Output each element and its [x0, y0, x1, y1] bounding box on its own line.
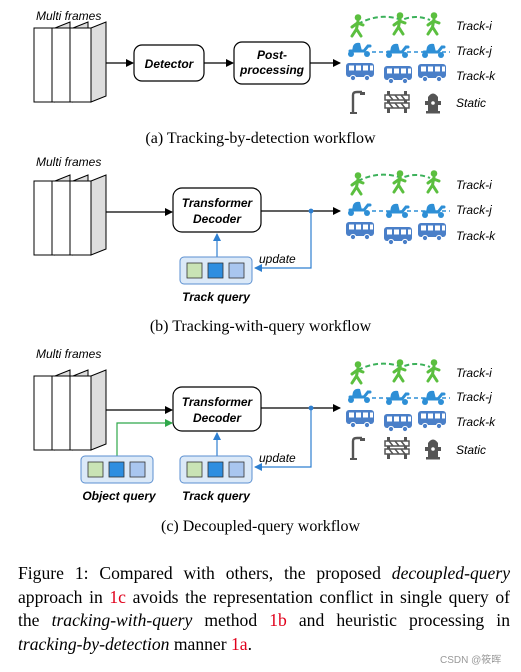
scooter-icon: [384, 202, 410, 220]
caption-text: method: [192, 610, 270, 630]
scooter-icon: [420, 202, 446, 220]
track-query-label: Track query: [182, 489, 251, 503]
object-query-label: Object query: [82, 489, 157, 503]
track-k-label: Track-k: [456, 69, 496, 83]
bus-icon: [383, 413, 413, 433]
frames-stack-icon: [33, 174, 107, 256]
multi-frames-label: Multi frames: [36, 155, 101, 169]
figure-caption: Figure 1: Compared with others, the prop…: [18, 562, 510, 656]
multi-frames-label: Multi frames: [36, 347, 101, 361]
person-walking-icon: [426, 10, 441, 36]
static-label: Static: [456, 443, 486, 457]
track-i-label: Track-i: [456, 19, 492, 33]
figure-ref-link[interactable]: 1b: [269, 610, 287, 630]
track-j-label: Track-j: [456, 390, 492, 404]
panel-c: Multi frames Transformer Decoder update …: [33, 347, 496, 503]
frames-stack-icon: [33, 369, 107, 451]
person-walking-icon: [392, 10, 407, 36]
track-query-label: Track query: [182, 290, 251, 304]
caption-emphasis: decoupled-query: [391, 563, 510, 583]
track-i-label: Track-i: [456, 178, 492, 192]
person-walking-icon: [392, 357, 407, 383]
person-walking-icon: [350, 12, 365, 38]
scooter-icon: [346, 387, 372, 405]
post-processing-label-1: Post-: [257, 48, 287, 62]
track-i-label: Track-i: [456, 366, 492, 380]
transformer-decoder-box: [172, 386, 262, 432]
track-k-label: Track-k: [456, 229, 496, 243]
bus-icon: [345, 409, 375, 429]
decoder-label-1: Transformer: [182, 196, 254, 210]
person-walking-icon: [426, 168, 441, 194]
bus-icon: [345, 221, 375, 241]
frames-stack-icon: [33, 21, 107, 103]
bus-icon: [383, 65, 413, 85]
scooter-icon: [420, 42, 446, 60]
person-walking-icon: [350, 359, 365, 385]
hydrant-icon: [425, 93, 441, 114]
barrier-icon: [384, 436, 410, 460]
track-j-label: Track-j: [456, 44, 492, 58]
hydrant-icon: [425, 439, 441, 460]
caption-text: .: [247, 633, 253, 654]
bus-icon: [417, 410, 447, 430]
subcaption-c: (c) Decoupled-query workflow: [160, 518, 361, 535]
detector-label: Detector: [145, 57, 195, 71]
barrier-icon: [384, 90, 410, 114]
figure-ref-link[interactable]: 1c: [109, 586, 126, 607]
scooter-icon: [346, 200, 372, 218]
scooter-icon: [384, 389, 410, 407]
person-walking-icon: [426, 357, 441, 383]
person-walking-icon: [350, 170, 365, 196]
caption-emphasis: tracking-by-detection: [18, 633, 170, 654]
track-k-label: Track-k: [456, 415, 496, 429]
street-lamp-icon: [348, 90, 367, 116]
scooter-icon: [420, 389, 446, 407]
bus-icon: [383, 226, 413, 246]
subcaption-b: (b) Tracking-with-query workflow: [149, 318, 372, 335]
caption-text: approach in: [18, 586, 110, 607]
caption-text: and heuristic processing in: [286, 610, 510, 630]
figure-diagram: Multi frames Detector Post- processing T…: [33, 9, 496, 503]
update-label: update: [259, 451, 296, 465]
panel-b: Multi frames Transformer Decoder update …: [33, 155, 496, 304]
caption-text: avoids the representation conflict in si…: [18, 586, 510, 631]
bus-icon: [417, 63, 447, 83]
figure-ref-link[interactable]: 1a: [231, 633, 248, 654]
subcaption-a: (a) Tracking-by-detection workflow: [145, 130, 376, 147]
multi-frames-label: Multi frames: [36, 9, 101, 23]
decoder-label-1: Transformer: [182, 395, 254, 409]
bus-icon: [417, 222, 447, 242]
caption-text: manner: [169, 633, 231, 654]
caption-emphasis: tracking-with-query: [51, 610, 193, 630]
caption-text: Figure 1: Compared with others, the prop…: [18, 563, 392, 583]
track-j-label: Track-j: [456, 203, 492, 217]
scooter-icon: [346, 41, 372, 59]
watermark: CSDN @筱晖: [440, 655, 502, 666]
decoder-label-2: Decoder: [193, 411, 242, 425]
transformer-decoder-box: [172, 187, 262, 233]
decoder-label-2: Decoder: [193, 212, 242, 226]
bus-icon: [345, 62, 375, 82]
static-label: Static: [456, 96, 486, 110]
panel-a: Multi frames Detector Post- processing T…: [33, 9, 496, 116]
post-processing-label-2: processing: [239, 63, 305, 77]
scooter-icon: [384, 42, 410, 60]
person-walking-icon: [392, 168, 407, 194]
street-lamp-icon: [348, 436, 367, 462]
update-label: update: [259, 252, 296, 266]
